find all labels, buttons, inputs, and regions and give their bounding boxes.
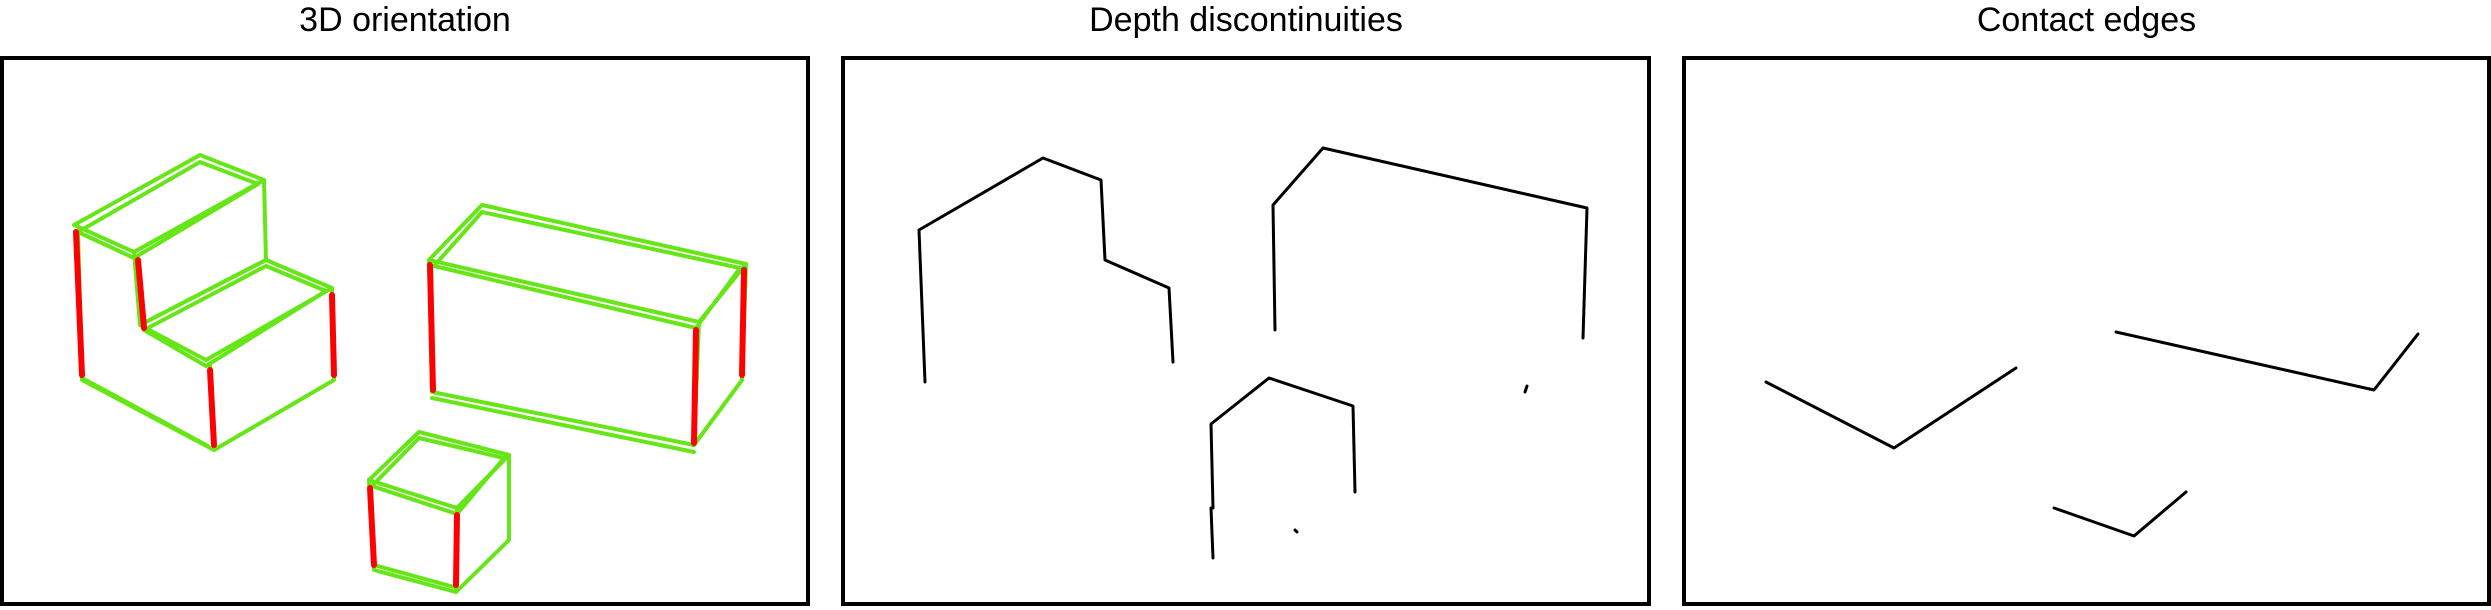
panel-title-depth-discontinuities: Depth discontinuities [1089, 1, 1403, 39]
box-top [427, 203, 748, 324]
box-right-fragment [1523, 384, 1529, 394]
panel-title-3d-orientation: 3D orientation [299, 1, 511, 39]
cube-bottom-inner [372, 563, 456, 589]
stair-mid-vertical-red [135, 257, 147, 331]
depth-drawing [917, 146, 1589, 560]
box-front-face [427, 258, 701, 447]
panel-3d-orientation [0, 56, 810, 606]
stair-riser [132, 178, 268, 327]
box-top-inner [432, 210, 742, 330]
box-front-vertical-red [691, 327, 699, 446]
panel-depth-discontinuities [841, 56, 1651, 606]
stair-contact-edge [1764, 366, 2018, 450]
cube-front-vertical-red [453, 512, 460, 588]
stair-front-vertical-red [207, 367, 217, 448]
box-right-vertical-red [739, 267, 747, 378]
orientation-drawing [72, 153, 748, 594]
stair-left-vertical-red [73, 229, 85, 378]
stair-outline [917, 156, 1175, 384]
stair-left-bottom [80, 376, 210, 448]
box-contact-edge [2114, 330, 2420, 392]
cube-contact-edge [2052, 490, 2188, 538]
contact-drawing [1764, 330, 2420, 538]
stair-right-vertical-red [329, 292, 337, 378]
box-outline [1271, 146, 1589, 340]
stair-lower-step-inner [142, 264, 328, 368]
cube-left-vertical-red [367, 485, 377, 568]
cube-bottom-fragment [1293, 528, 1299, 534]
panel-title-contact-edges: Contact edges [1976, 1, 2197, 39]
panel-contact-edges [1682, 56, 2491, 606]
cube-outline [1209, 376, 1357, 510]
box-bottom-inner [430, 396, 696, 454]
box-right-face [692, 262, 748, 447]
cube-left-bottom [1209, 506, 1215, 560]
box-left-vertical-red [427, 262, 436, 393]
stair-front-face [76, 230, 336, 452]
cube-right-face [454, 453, 511, 594]
